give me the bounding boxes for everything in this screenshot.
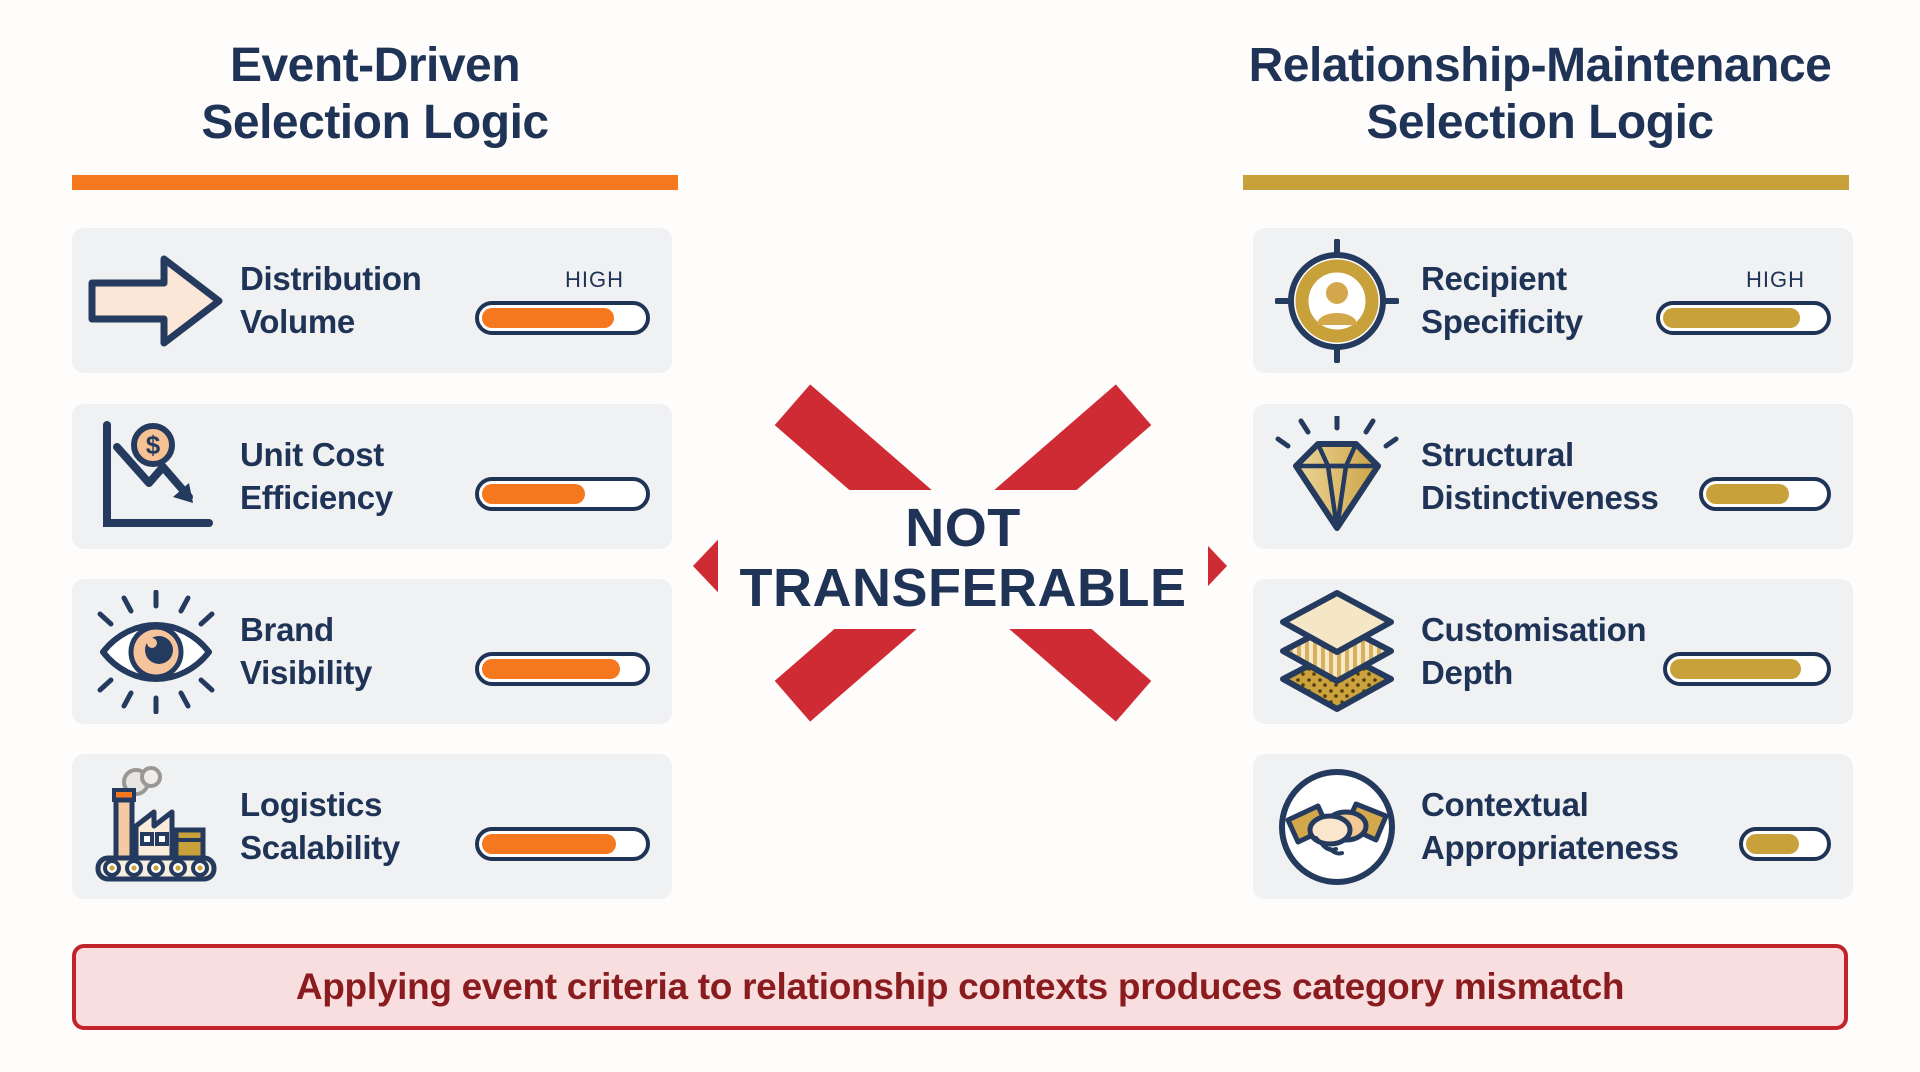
progress-bar bbox=[1699, 476, 1831, 511]
right-title-line2: Selection Logic bbox=[1366, 95, 1714, 149]
progress-fill bbox=[482, 483, 586, 504]
svg-text:$: $ bbox=[145, 430, 160, 460]
rating-meter bbox=[1739, 793, 1831, 861]
progress-fill bbox=[482, 833, 616, 854]
card-contextual-appropriateness: Contextual Appropriateness bbox=[1253, 754, 1853, 899]
rating-meter bbox=[475, 443, 650, 511]
card-title: Customisation Depth bbox=[1421, 611, 1647, 691]
left-title-line2: Selection Logic bbox=[201, 95, 549, 149]
card-customisation-depth: Customisation Depth bbox=[1253, 579, 1853, 724]
progress-fill bbox=[1746, 833, 1800, 854]
card-title: Logistics Scalability bbox=[240, 786, 400, 866]
right-column-title: Relationship-Maintenance Selection Logic bbox=[1195, 38, 1885, 151]
not-line: NOT bbox=[905, 498, 1021, 558]
progress-bar bbox=[1663, 651, 1831, 686]
right-accent-underline bbox=[1243, 175, 1849, 190]
level-label: HIGH bbox=[1746, 266, 1805, 292]
progress-fill bbox=[1663, 307, 1800, 328]
progress-fill bbox=[1670, 658, 1801, 679]
card-title: Structural Distinctiveness bbox=[1421, 436, 1659, 516]
left-column-title: Event-Driven Selection Logic bbox=[72, 38, 678, 151]
card-brand-visibility: Brand Visibility bbox=[72, 579, 672, 724]
progress-bar bbox=[475, 300, 650, 335]
card-title: Recipient Specificity bbox=[1421, 260, 1583, 340]
rating-meter: HIGH bbox=[475, 267, 650, 335]
banner-text: Applying event criteria to relationship … bbox=[295, 966, 1625, 1007]
card-title: Brand Visibility bbox=[240, 611, 373, 691]
rating-meter bbox=[475, 618, 650, 686]
rating-meter bbox=[475, 793, 650, 861]
card-logistics-scalability: Logistics Scalability bbox=[72, 754, 672, 899]
progress-fill bbox=[1706, 483, 1789, 504]
category-mismatch-banner: Applying event criteria to relationship … bbox=[72, 944, 1848, 1030]
target-person-icon bbox=[1253, 228, 1421, 373]
left-title-line1: Event-Driven bbox=[229, 39, 521, 92]
progress-bar bbox=[475, 826, 650, 861]
layers-icon bbox=[1253, 579, 1421, 724]
transferable-line: TRANSFERABLE bbox=[739, 558, 1187, 619]
card-structural-distinctiveness: Structural Distinctiveness bbox=[1253, 404, 1853, 549]
declining-cost-chart-icon: $ bbox=[72, 404, 240, 549]
progress-bar bbox=[475, 476, 650, 511]
level-label: HIGH bbox=[565, 266, 624, 292]
diamond-icon bbox=[1253, 404, 1421, 549]
handshake-icon bbox=[1253, 754, 1421, 899]
progress-fill bbox=[482, 658, 621, 679]
left-accent-underline bbox=[72, 175, 678, 190]
progress-bar bbox=[1739, 826, 1831, 861]
rating-meter: HIGH bbox=[1656, 267, 1831, 335]
card-title: Distribution Volume bbox=[240, 260, 422, 340]
progress-bar bbox=[475, 651, 650, 686]
rating-meter bbox=[1699, 443, 1831, 511]
factory-conveyor-icon bbox=[72, 754, 240, 899]
rating-meter bbox=[1663, 618, 1831, 686]
arrow-right-icon bbox=[72, 228, 240, 373]
card-distribution-volume: Distribution Volume HIGH bbox=[72, 228, 672, 373]
progress-fill bbox=[482, 307, 615, 328]
card-title: Unit Cost Efficiency bbox=[240, 436, 393, 516]
card-title: Contextual Appropriateness bbox=[1421, 786, 1679, 866]
card-recipient-specificity: Recipient Specificity HIGH bbox=[1253, 228, 1853, 373]
progress-bar bbox=[1656, 300, 1831, 335]
eye-icon bbox=[72, 579, 240, 724]
not-transferable-label: NOT TRANSFERABLE bbox=[718, 490, 1208, 629]
card-unit-cost-efficiency: $ Unit Cost Efficiency bbox=[72, 404, 672, 549]
right-title-line1: Relationship-Maintenance bbox=[1248, 39, 1832, 92]
